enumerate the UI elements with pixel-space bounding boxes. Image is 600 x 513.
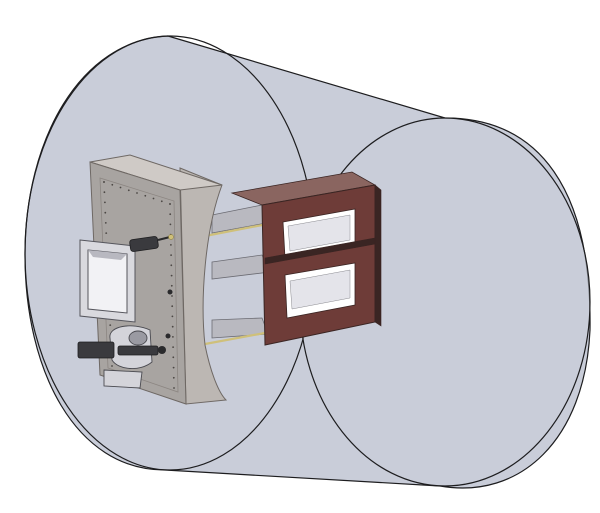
rivet bbox=[127, 189, 130, 192]
actuator-knob bbox=[158, 346, 166, 354]
shaft-assembly bbox=[204, 204, 279, 346]
rivet bbox=[171, 325, 174, 328]
rivet bbox=[103, 191, 106, 194]
frame-window-upper-inner bbox=[287, 214, 351, 252]
rivet bbox=[171, 295, 173, 297]
rivet bbox=[170, 264, 173, 267]
actuator-block bbox=[77, 341, 115, 359]
rivet bbox=[172, 346, 175, 348]
rivet bbox=[169, 203, 171, 205]
rod-bottom bbox=[204, 330, 271, 346]
plate-bolt-lower bbox=[165, 333, 171, 339]
rivet bbox=[170, 284, 173, 287]
rivet bbox=[104, 211, 107, 214]
plate-bolt-mid bbox=[167, 289, 173, 295]
rivet bbox=[111, 183, 114, 186]
frame-window-lower-inner bbox=[289, 269, 351, 310]
plate-flank bbox=[179, 167, 228, 405]
frame-divider bbox=[264, 237, 376, 265]
rivet bbox=[172, 366, 175, 369]
rivet bbox=[144, 194, 147, 197]
rivet bbox=[172, 336, 174, 338]
rivet bbox=[104, 201, 106, 204]
actuator-arm bbox=[117, 345, 159, 356]
frame-front-face bbox=[261, 184, 376, 346]
rivet bbox=[171, 305, 174, 308]
upper-actuator-tip bbox=[168, 234, 174, 240]
rivet bbox=[173, 387, 175, 389]
rivet bbox=[136, 192, 138, 194]
rivet bbox=[169, 213, 172, 216]
rivet bbox=[160, 200, 163, 203]
hatch-depth bbox=[88, 250, 127, 260]
upper-actuator-pin bbox=[157, 236, 171, 241]
upper-actuator bbox=[129, 234, 174, 252]
rivet bbox=[172, 376, 175, 379]
rivet bbox=[170, 244, 172, 246]
frame-right-side bbox=[374, 184, 382, 327]
rivet bbox=[105, 232, 108, 235]
rivet bbox=[104, 222, 107, 224]
rivet bbox=[169, 223, 172, 226]
nozzle-port bbox=[128, 330, 148, 346]
nozzle-base bbox=[103, 369, 143, 389]
rivet bbox=[109, 324, 112, 326]
actuator-assembly bbox=[77, 289, 173, 389]
rivet bbox=[170, 254, 173, 256]
rivet bbox=[119, 186, 122, 189]
damper-frame bbox=[230, 171, 382, 346]
rivet bbox=[170, 274, 173, 277]
rivet bbox=[171, 315, 174, 318]
rivet bbox=[152, 197, 155, 200]
upper-actuator-body bbox=[129, 236, 159, 252]
inspection-hatch bbox=[79, 239, 136, 323]
rivet bbox=[111, 365, 113, 367]
rivet bbox=[172, 356, 175, 359]
rivet bbox=[103, 181, 105, 183]
